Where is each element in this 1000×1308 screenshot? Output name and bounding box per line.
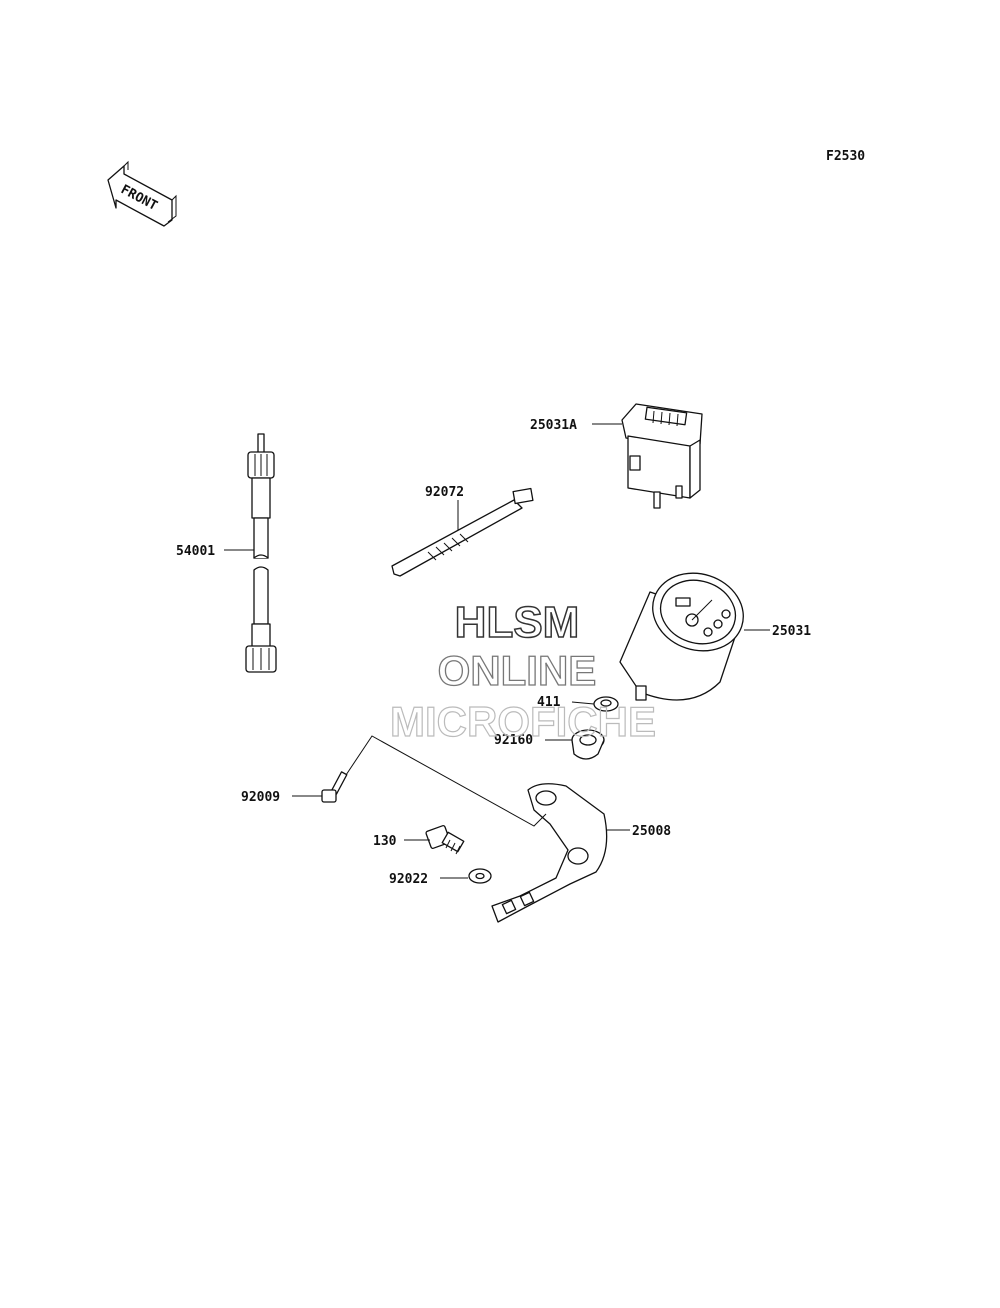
part-label-130: 130: [373, 834, 397, 849]
speedometer-part: [619, 572, 744, 701]
front-arrow-icon: FRONT: [107, 160, 177, 227]
part-label-54001: 54001: [176, 544, 215, 559]
washer-411-part: [593, 696, 619, 712]
grommet-92160-part: [571, 729, 605, 760]
part-label-25031a: 25031A: [530, 418, 577, 433]
bracket-25008-part: [491, 783, 608, 923]
watermark-line-2: ONLINE: [438, 647, 597, 694]
cable-tie-part: [391, 487, 534, 577]
part-label-92009: 92009: [241, 790, 280, 805]
part-label-92072: 92072: [425, 485, 464, 500]
watermark-line-3: MICROFICHE: [390, 698, 656, 745]
figure-code: F2530: [826, 149, 865, 164]
part-label-25031: 25031: [772, 624, 811, 639]
part-label-25008: 25008: [632, 824, 671, 839]
leader-411: [571, 701, 595, 705]
bolt-130-part: [425, 825, 465, 855]
speedometer-cable-part: [245, 433, 277, 673]
part-label-92160: 92160: [494, 733, 533, 748]
part-label-92022: 92022: [389, 872, 428, 887]
watermark-line-1: HLSM: [455, 598, 580, 647]
washer-92022-part: [468, 868, 492, 884]
part-label-411: 411: [537, 695, 561, 710]
hour-meter-part: [621, 403, 703, 509]
reference-line: [343, 735, 547, 827]
screw-92009-part: [321, 771, 348, 803]
